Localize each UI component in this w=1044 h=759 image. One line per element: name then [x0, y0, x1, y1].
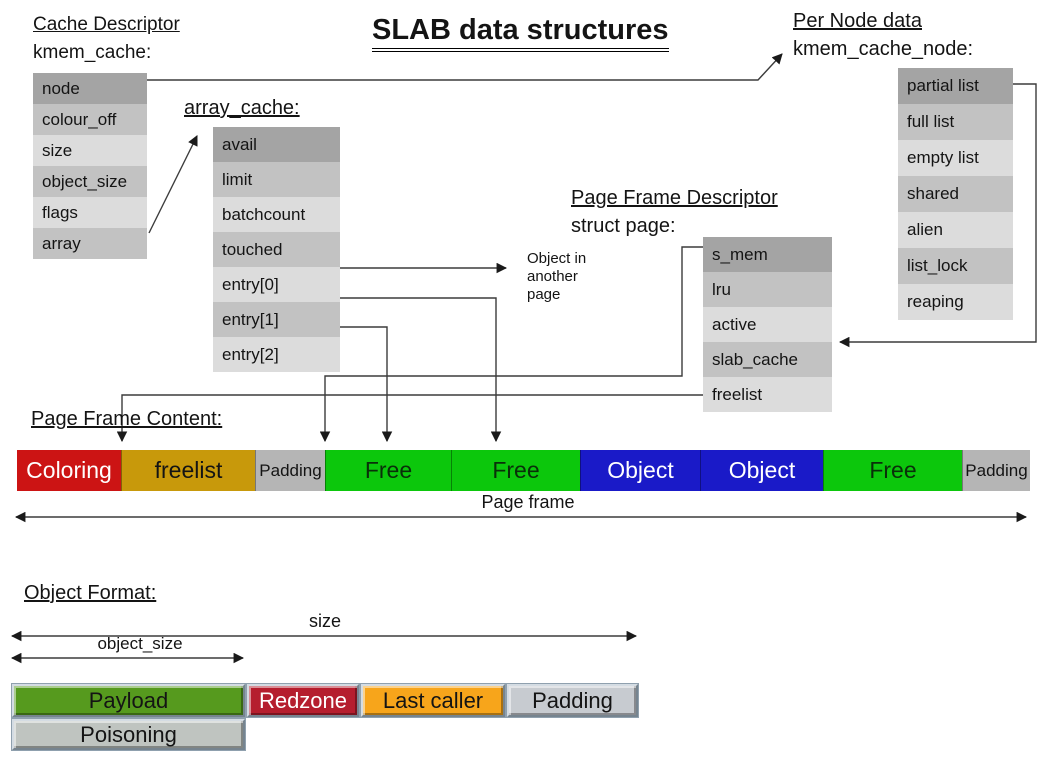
- kmem-cache-node-label: kmem_cache_node:: [793, 38, 974, 60]
- table-row: slab_cache: [703, 342, 832, 377]
- table-row: size: [33, 135, 147, 166]
- table-row: touched: [213, 232, 340, 267]
- note-line: page: [527, 286, 561, 303]
- kmem-cache-table: node colour_off size object_size flags a…: [33, 73, 147, 259]
- table-row: entry[1]: [213, 302, 340, 337]
- table-row: node: [33, 73, 147, 104]
- object-format-heading: Object Format:: [24, 582, 157, 604]
- cache-descriptor-heading: Cache Descriptor kmem_cache:: [33, 11, 180, 67]
- bar-segment-object: Object: [700, 450, 823, 491]
- arrow-array-to-arraycache: [148, 135, 198, 234]
- kmem-cache-node-table: partial list full list empty list shared…: [898, 68, 1013, 320]
- kmem-cache-label: kmem_cache:: [33, 42, 152, 63]
- table-row: freelist: [703, 377, 832, 412]
- size-label: size: [308, 611, 341, 631]
- per-node-heading: Per Node data kmem_cache_node:: [793, 7, 973, 63]
- table-row: reaping: [898, 284, 1013, 320]
- arrow-entry2-to-free1: [340, 326, 393, 443]
- table-row: batchcount: [213, 197, 340, 232]
- object-size-label: object_size: [97, 634, 183, 653]
- page-frame-content-heading: Page Frame Content:: [31, 408, 223, 430]
- table-row: array: [33, 228, 147, 259]
- bar-segment-free: Free: [325, 450, 451, 491]
- page-frame-descriptor-heading: Page Frame Descriptor struct page:: [571, 184, 778, 240]
- array-cache-heading: array_cache:: [184, 97, 300, 119]
- arrow-smem-to-free-start: [319, 246, 703, 443]
- table-row: shared: [898, 176, 1013, 212]
- page-frame-descriptor-title: Page Frame Descriptor: [571, 187, 778, 209]
- bar-segment-free: Free: [451, 450, 580, 491]
- page-frame-axis-label: Page frame: [481, 492, 575, 512]
- poisoning-box: Poisoning: [11, 718, 246, 751]
- note-line: another: [527, 268, 578, 285]
- bar-segment-freelist: freelist: [121, 450, 255, 491]
- table-row: object_size: [33, 166, 147, 197]
- table-row: active: [703, 307, 832, 342]
- table-row: entry[2]: [213, 337, 340, 372]
- table-row: limit: [213, 162, 340, 197]
- table-row: avail: [213, 127, 340, 162]
- bar-segment-object: Object: [580, 450, 700, 491]
- object-in-another-page-note: Object in another page: [527, 250, 586, 304]
- table-row: lru: [703, 272, 832, 307]
- payload-box: Payload: [11, 683, 246, 718]
- table-row: s_mem: [703, 237, 832, 272]
- cache-descriptor-title: Cache Descriptor: [33, 14, 180, 35]
- last-caller-box: Last caller: [360, 683, 506, 718]
- redzone-box: Redzone: [246, 683, 360, 718]
- array-cache-table: avail limit batchcount touched entry[0] …: [213, 127, 340, 372]
- table-row: flags: [33, 197, 147, 228]
- table-row: entry[0]: [213, 267, 340, 302]
- table-row: alien: [898, 212, 1013, 248]
- note-line: Object in: [527, 250, 587, 267]
- bar-segment-padding: Padding: [962, 450, 1030, 491]
- arrow-entry1-to-free2: [340, 297, 502, 443]
- bar-segment-padding: Padding: [255, 450, 325, 491]
- struct-page-label: struct page:: [571, 215, 676, 237]
- table-row: partial list: [898, 68, 1013, 104]
- per-node-title: Per Node data: [793, 10, 922, 32]
- table-row: empty list: [898, 140, 1013, 176]
- bar-segment-free: Free: [823, 450, 962, 491]
- page-title: SLAB data structures: [372, 14, 669, 52]
- table-row: list_lock: [898, 248, 1013, 284]
- table-row: colour_off: [33, 104, 147, 135]
- bar-segment-coloring: Coloring: [17, 450, 121, 491]
- page-frame-bar: Coloring freelist Padding Free Free Obje…: [17, 450, 1030, 491]
- table-row: full list: [898, 104, 1013, 140]
- arrow-node-to-pernode: [147, 53, 783, 81]
- padding-box: Padding: [506, 683, 639, 718]
- struct-page-table: s_mem lru active slab_cache freelist: [703, 237, 832, 412]
